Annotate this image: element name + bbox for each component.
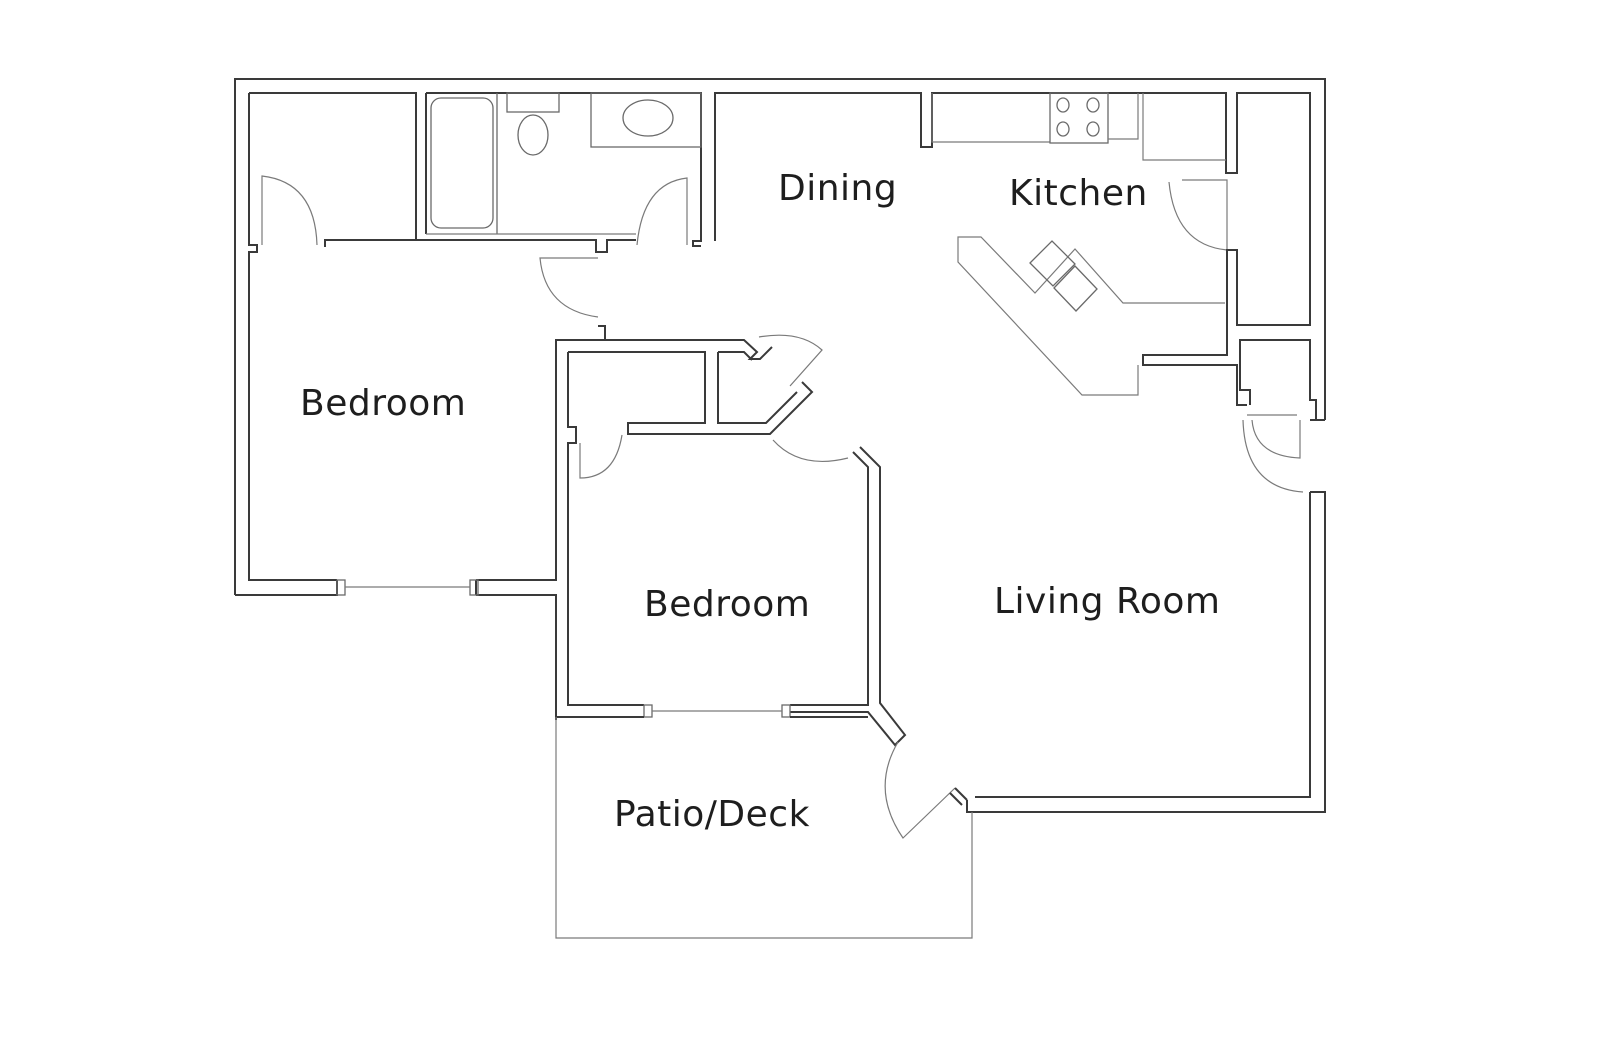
bathtub-icon — [430, 97, 494, 229]
kitchen-island — [957, 236, 1225, 396]
toilet-icon — [517, 114, 549, 156]
room-label-living-room: Living Room — [994, 581, 1221, 622]
toilet-tank-icon — [506, 92, 560, 113]
bar-stool-icon — [1029, 240, 1076, 287]
sink-icon — [622, 99, 674, 137]
room-label-kitchen: Kitchen — [1009, 173, 1148, 214]
patio — [555, 717, 973, 939]
vanity-icon — [590, 92, 702, 148]
windows — [336, 579, 868, 718]
bar-stool-icon — [1053, 265, 1098, 312]
bathroom — [325, 92, 702, 253]
room-label-dining: Dining — [778, 168, 898, 209]
room-label-bedroom-1: Bedroom — [300, 383, 467, 424]
entry-closet — [966, 414, 1326, 813]
bedroom-2-walls — [556, 334, 907, 747]
room-label-patio-deck: Patio/Deck — [614, 794, 810, 835]
room-label-bedroom-2: Bedroom — [644, 584, 811, 625]
refrigerator-icon — [1142, 93, 1226, 161]
kitchen-walls — [714, 92, 1325, 421]
